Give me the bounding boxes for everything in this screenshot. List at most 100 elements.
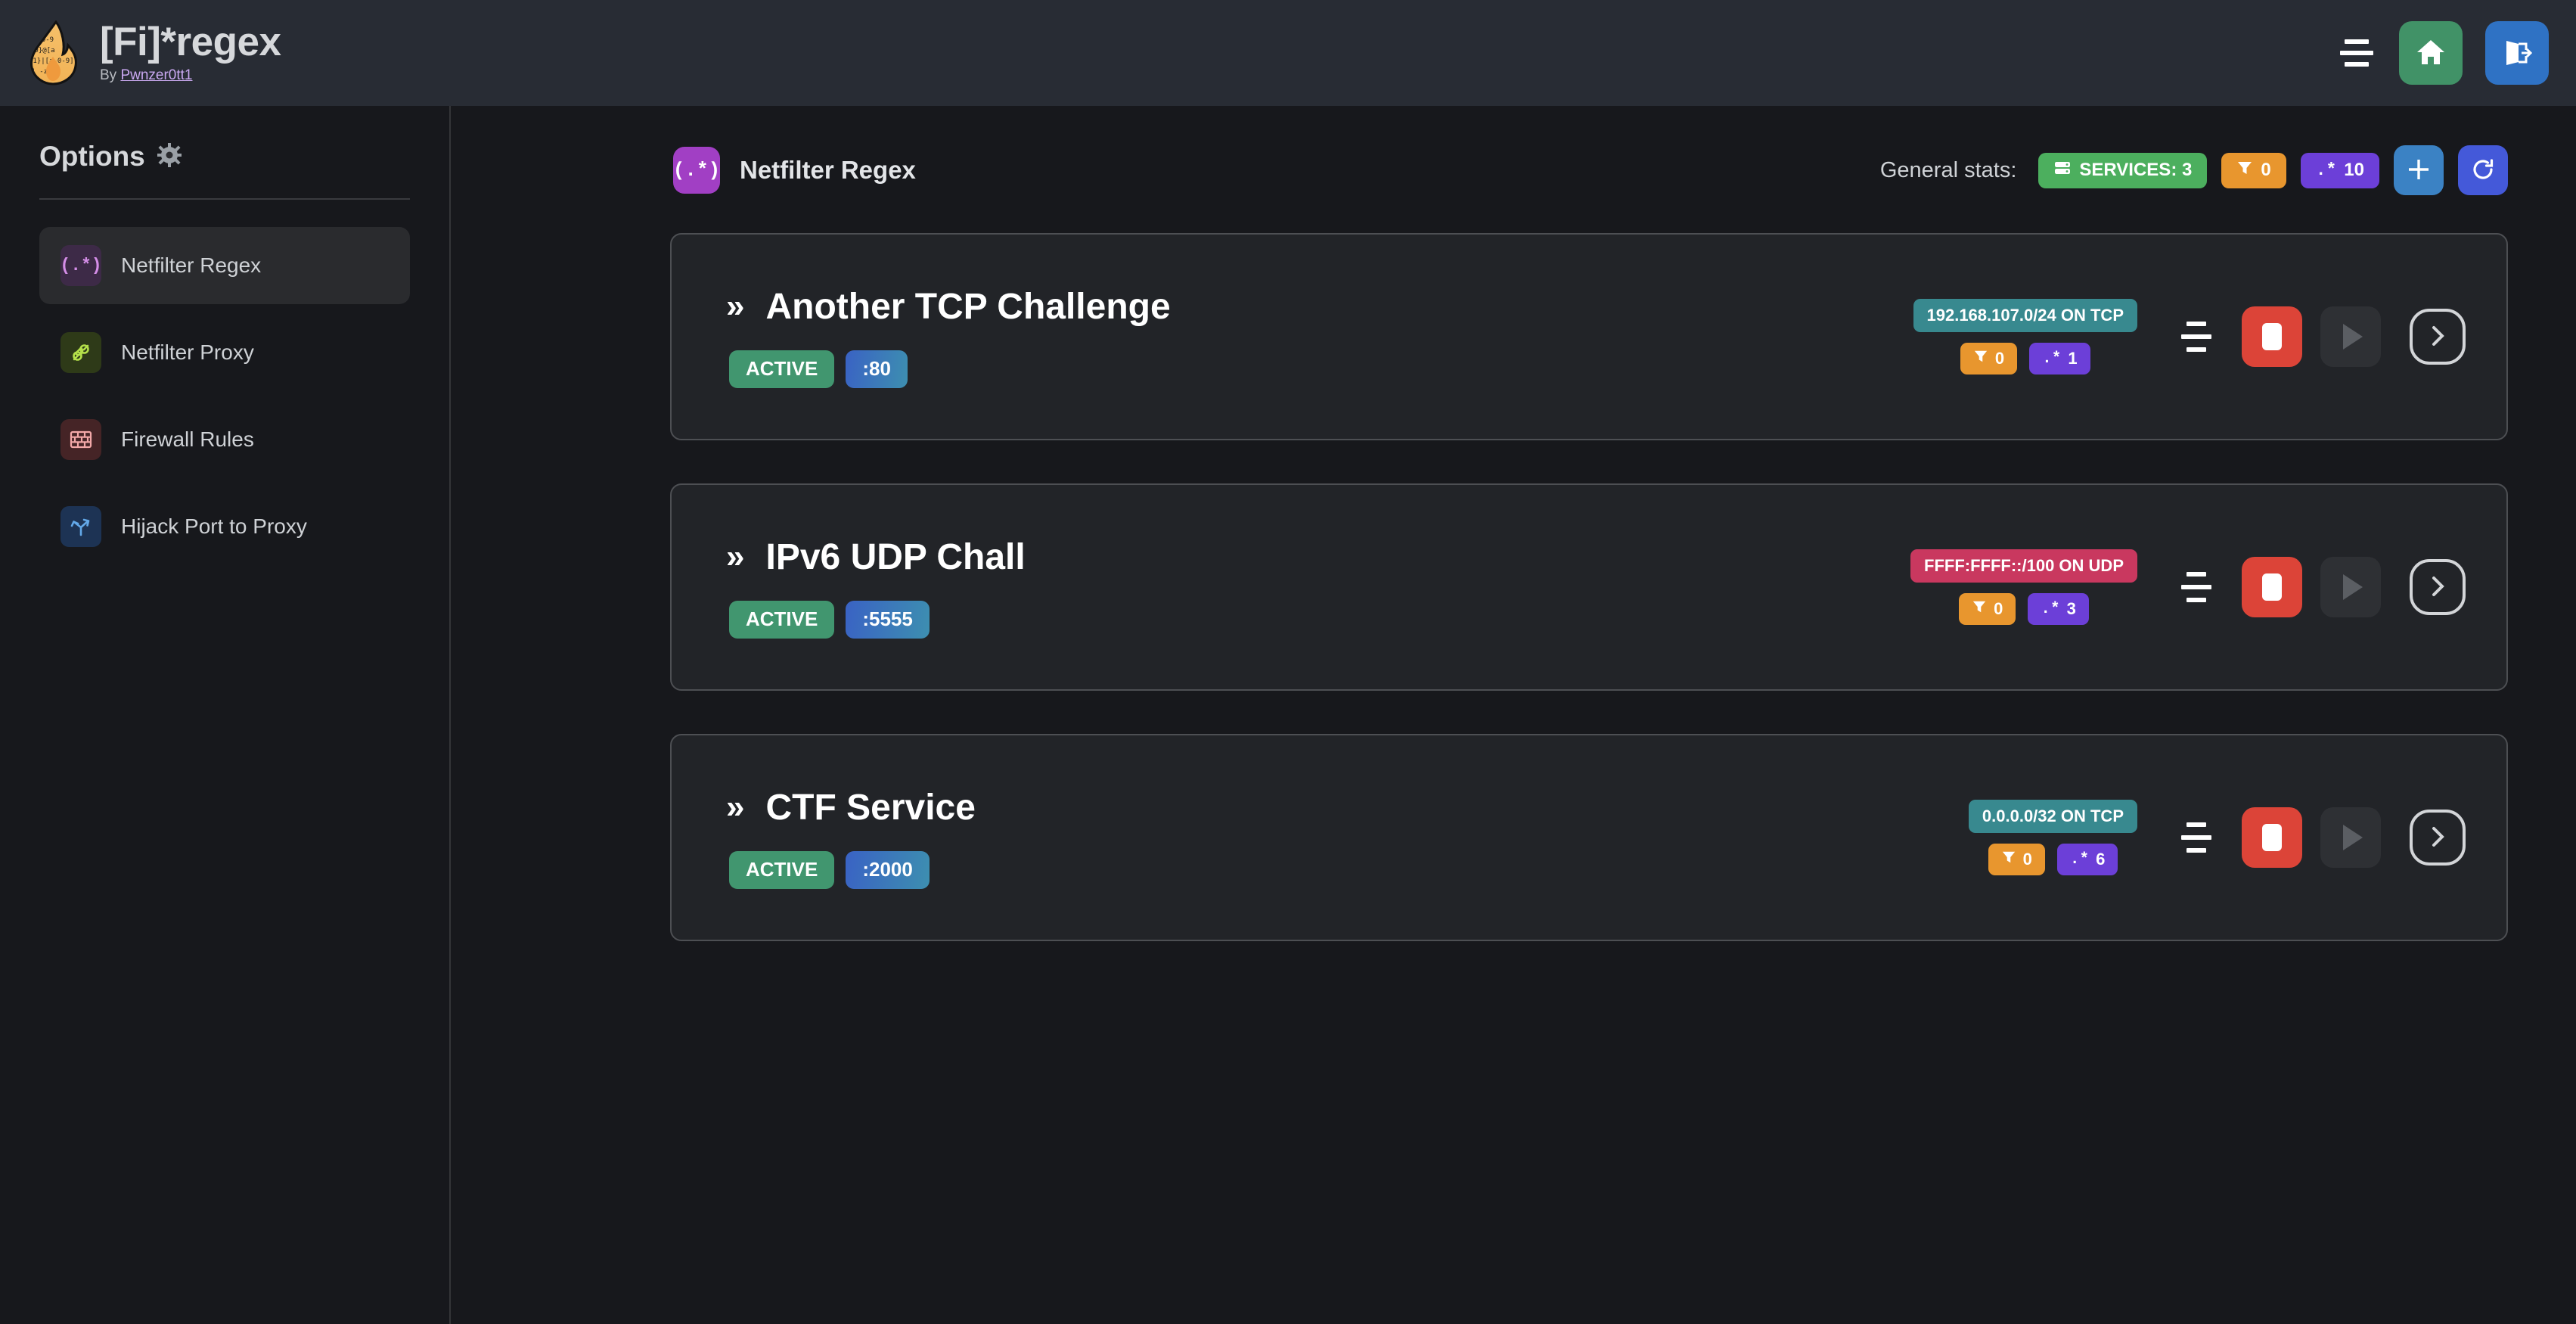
network-badge: 0.0.0.0/32 ON TCP xyxy=(1968,800,2137,833)
service-counters: 0 .* 1 xyxy=(1960,343,2090,375)
hamburger-icon[interactable] xyxy=(2337,36,2376,70)
service-detail-button[interactable] xyxy=(2410,810,2466,866)
sidebar-item-label: Firewall Rules xyxy=(121,427,254,451)
port-badge: :2000 xyxy=(846,850,930,889)
app-title: [Fi]*regex xyxy=(100,19,281,64)
arrow-fork-icon xyxy=(61,506,101,547)
brick-wall-icon xyxy=(61,419,101,460)
page-title: Netfilter Regex xyxy=(740,156,916,184)
status-badge-services: SERVICES: 3 xyxy=(2038,152,2208,188)
service-tags: ACTIVE :2000 xyxy=(729,850,976,889)
refresh-icon xyxy=(2470,157,2496,185)
service-title-row: » CTF Service xyxy=(726,787,976,828)
filter-count: 0 xyxy=(1994,349,2005,368)
logout-icon xyxy=(2502,37,2533,70)
sidebar-item-netfilter-regex[interactable]: (.*) Netfilter Regex xyxy=(39,227,410,304)
general-stats: General stats: SERVICES: 3 0 .* 10 xyxy=(1880,145,2508,195)
regex-count-badge: .* 1 xyxy=(2029,343,2090,375)
play-icon xyxy=(2343,825,2363,850)
sidebar-heading-label: Options xyxy=(39,141,145,172)
regex-icon: (.*) xyxy=(673,147,720,194)
filter-count: 0 xyxy=(2022,850,2032,869)
regex-count: 3 xyxy=(2066,599,2076,618)
filter-count: 0 xyxy=(2261,160,2271,180)
stop-icon xyxy=(2262,573,2282,601)
flame-regex-logo-icon: -z0-9 20}@[a {1}|[a-0-9] {1 -z] xyxy=(26,20,80,85)
sidebar-nav: (.*) Netfilter Regex Netfilter Proxy xyxy=(39,227,410,565)
service-detail-button[interactable] xyxy=(2410,309,2466,365)
by-prefix: By xyxy=(100,67,121,84)
service-name: Another TCP Challenge xyxy=(765,286,1171,327)
sidebar-item-netfilter-proxy[interactable]: Netfilter Proxy xyxy=(39,314,410,391)
service-card[interactable]: » CTF Service ACTIVE :2000 0.0.0.0/32 ON… xyxy=(670,734,2508,941)
service-card-info: » Another TCP Challenge ACTIVE :80 xyxy=(726,286,1171,388)
svg-text:-z0-9: -z0-9 xyxy=(33,36,54,44)
network-badge: FFFF:FFFF::/100 ON UDP xyxy=(1910,549,2137,583)
top-bar-actions xyxy=(2337,21,2549,85)
server-stack-icon xyxy=(2053,159,2072,182)
plug-connector-icon xyxy=(61,332,101,373)
status-badge-filters: 0 xyxy=(2221,152,2286,188)
service-title-row: » IPv6 UDP Chall xyxy=(726,536,1026,578)
sidebar-item-label: Hijack Port to Proxy xyxy=(121,514,307,538)
filter-count: 0 xyxy=(1994,599,2003,618)
stop-button[interactable] xyxy=(2242,807,2302,868)
regex-glyph-icon: .* xyxy=(2041,600,2060,618)
service-counters: 0 .* 6 xyxy=(1988,844,2118,875)
service-counters: 0 .* 3 xyxy=(1959,593,2089,625)
refresh-button[interactable] xyxy=(2458,145,2508,195)
gear-icon xyxy=(157,142,182,171)
play-button[interactable] xyxy=(2320,306,2381,367)
home-icon xyxy=(2416,38,2446,69)
status-badge-regexes: .* 10 xyxy=(2300,152,2379,188)
svg-text:{1 -z]: {1 -z] xyxy=(27,68,52,76)
network-badge: 192.168.107.0/24 ON TCP xyxy=(1913,299,2137,332)
regex-count: 10 xyxy=(2344,160,2364,180)
service-title-row: » Another TCP Challenge xyxy=(726,286,1171,328)
service-menu-icon[interactable] xyxy=(2177,314,2216,359)
double-chevron-icon: » xyxy=(726,788,745,825)
play-button[interactable] xyxy=(2320,807,2381,868)
status-badge: ACTIVE xyxy=(729,350,835,388)
service-tags: ACTIVE :80 xyxy=(729,350,1171,388)
service-network-info: 0.0.0.0/32 ON TCP 0 .* 6 xyxy=(1968,800,2137,875)
regex-count: 6 xyxy=(2096,850,2106,869)
service-detail-button[interactable] xyxy=(2410,559,2466,615)
filter-icon xyxy=(1972,599,1987,619)
service-menu-icon[interactable] xyxy=(2177,815,2216,860)
service-card[interactable]: » IPv6 UDP Chall ACTIVE :5555 FFFF:FFFF:… xyxy=(670,483,2508,691)
service-menu-icon[interactable] xyxy=(2177,564,2216,610)
service-card[interactable]: » Another TCP Challenge ACTIVE :80 192.1… xyxy=(670,233,2508,440)
add-service-button[interactable] xyxy=(2394,145,2444,195)
filter-icon xyxy=(1973,349,1988,368)
service-network-info: 192.168.107.0/24 ON TCP 0 .* 1 xyxy=(1913,299,2137,375)
stop-button[interactable] xyxy=(2242,306,2302,367)
svg-text:20}@[a: 20}@[a xyxy=(30,47,55,54)
sidebar: Options (.*) Netfilter Regex xyxy=(0,106,451,1324)
general-stats-label: General stats: xyxy=(1879,157,2017,182)
stop-icon xyxy=(2262,323,2282,350)
home-button[interactable] xyxy=(2399,21,2463,85)
play-button[interactable] xyxy=(2320,557,2381,617)
sidebar-item-hijack-port-to-proxy[interactable]: Hijack Port to Proxy xyxy=(39,488,410,565)
service-card-info: » CTF Service ACTIVE :2000 xyxy=(726,787,976,889)
services-count-label: SERVICES: 3 xyxy=(2079,160,2193,180)
port-badge: :80 xyxy=(846,350,908,388)
double-chevron-icon: » xyxy=(726,538,745,575)
top-bar: -z0-9 20}@[a {1}|[a-0-9] {1 -z] [Fi]*reg… xyxy=(0,0,2576,106)
filter-icon xyxy=(2001,850,2016,869)
app-author-line: By Pwnzer0tt1 xyxy=(100,67,281,84)
regex-glyph-icon: .* xyxy=(2315,160,2337,180)
double-chevron-icon: » xyxy=(726,287,745,325)
regex-count-badge: .* 6 xyxy=(2056,844,2118,875)
service-network-info: FFFF:FFFF::/100 ON UDP 0 .* 3 xyxy=(1910,549,2137,625)
logout-button[interactable] xyxy=(2485,21,2549,85)
chevron-right-icon xyxy=(2426,323,2449,351)
plus-icon xyxy=(2406,157,2432,185)
status-badge: ACTIVE xyxy=(729,850,835,889)
stop-button[interactable] xyxy=(2242,557,2302,617)
stop-icon xyxy=(2262,824,2282,851)
sidebar-heading: Options xyxy=(39,106,410,172)
sidebar-item-firewall-rules[interactable]: Firewall Rules xyxy=(39,401,410,478)
author-link[interactable]: Pwnzer0tt1 xyxy=(120,67,193,84)
